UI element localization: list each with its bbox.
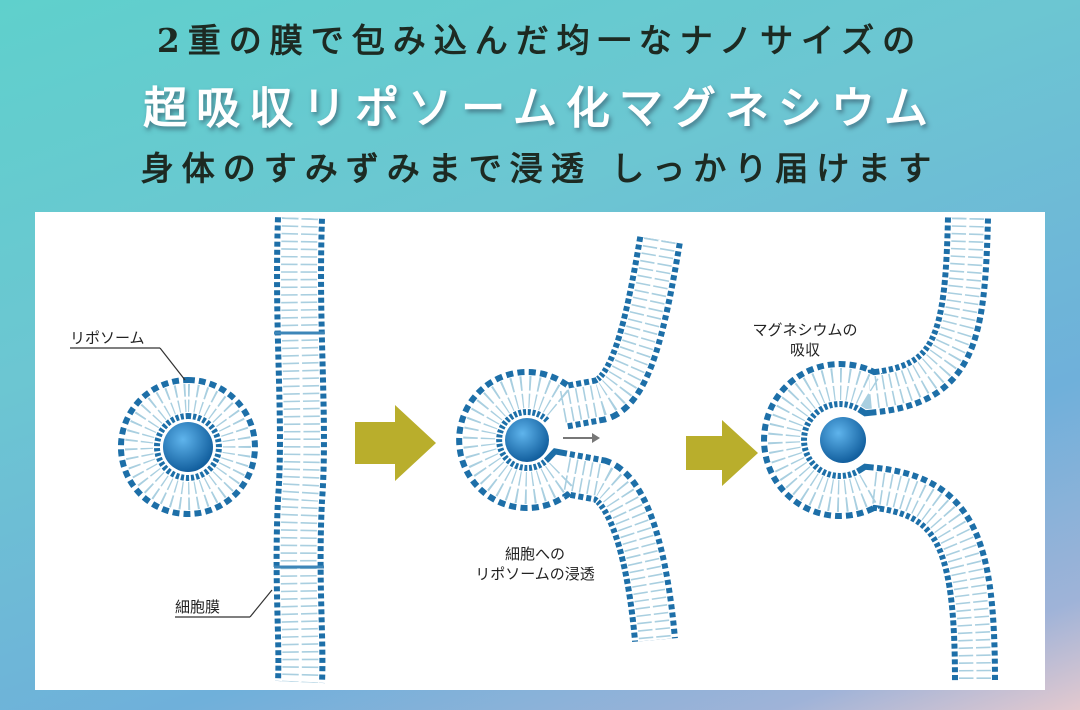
headline-title: 超吸収リポソーム化マグネシウム: [143, 83, 937, 134]
label-absorption: マグネシウムの 吸収: [735, 320, 875, 360]
cell-membrane-3: [761, 217, 998, 683]
cell-membrane-2: [456, 236, 683, 643]
label-penetration: 細胞への リポソームの浸透: [450, 544, 620, 584]
liposome-1: [117, 377, 258, 517]
headline-line-1: 2重の膜で包み込んだ均一なナノサイズの: [156, 21, 924, 60]
cell-membrane-1: [273, 217, 327, 684]
leader-line-membrane-d: [249, 589, 273, 618]
label-absorption-line2: 吸収: [789, 341, 820, 359]
label-penetration-line1: 細胞への: [504, 545, 565, 563]
magnesium-core-2: [505, 418, 549, 462]
leader-line-liposome: [159, 347, 186, 381]
step-arrow-1: [355, 405, 436, 481]
label-penetration-line2: リポソームの浸透: [475, 565, 595, 583]
step-arrow-2: [686, 420, 758, 486]
label-cell-membrane: 細胞膜: [175, 598, 221, 616]
magnesium-core-3: [820, 417, 866, 463]
magnesium-core-1: [163, 422, 213, 472]
headline-line-3: 身体のすみずみまで浸透 しっかり届けます: [140, 149, 940, 188]
label-absorption-line1: マグネシウムの: [752, 321, 858, 339]
small-direction-arrow: [563, 433, 600, 443]
label-liposome: リポソーム: [70, 329, 145, 347]
